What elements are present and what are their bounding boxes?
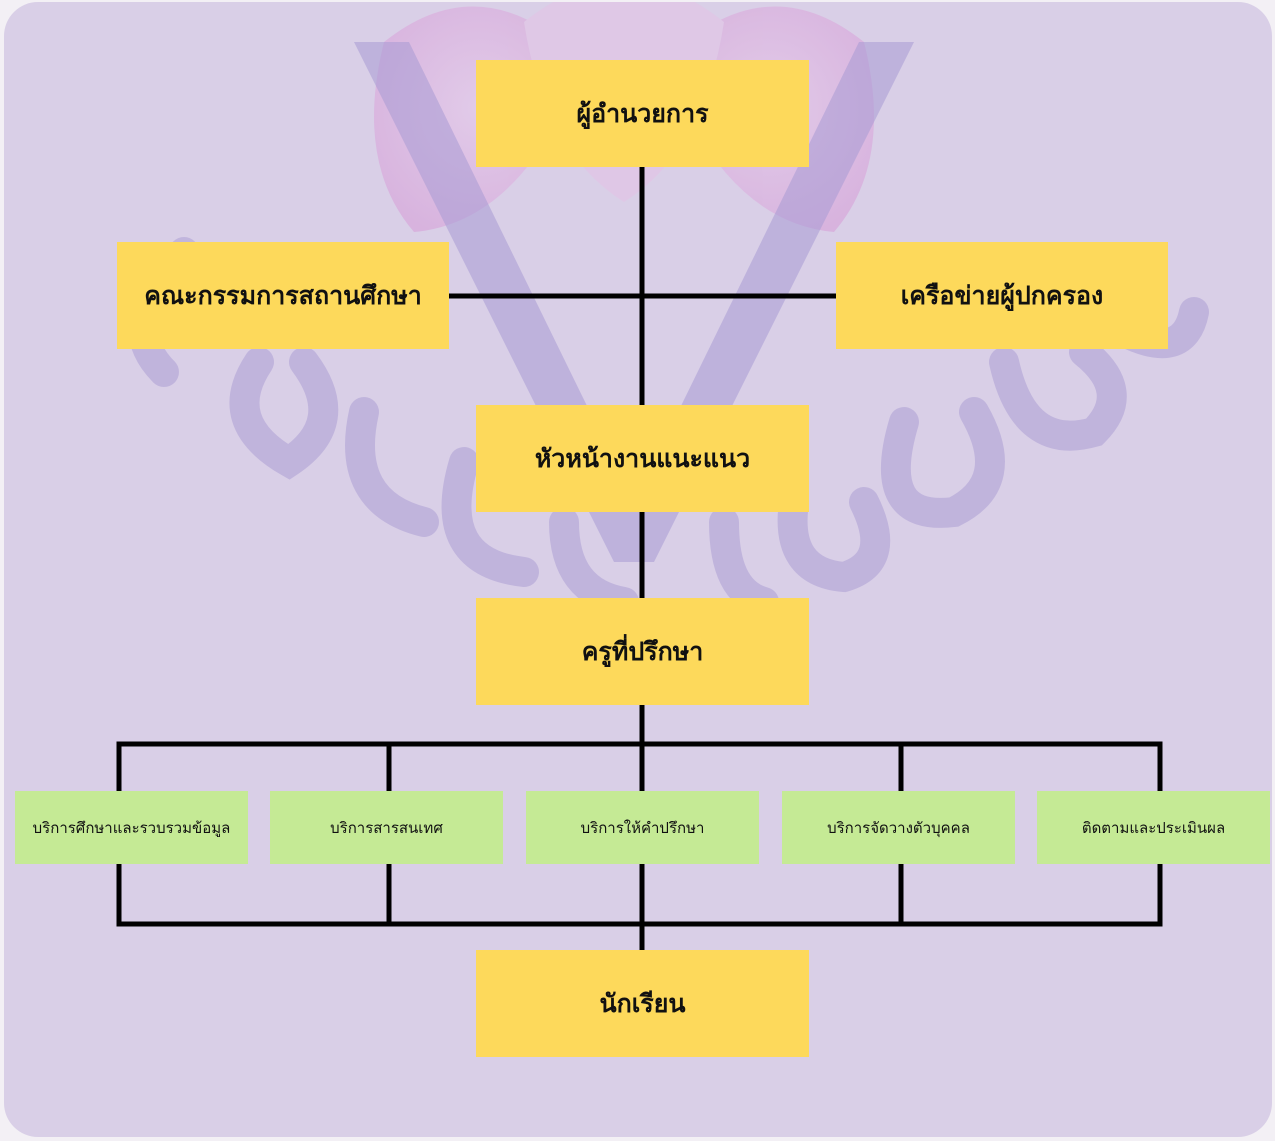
guidance-head-box: หัวหน้างานแนะแนว	[476, 405, 809, 512]
service-counseling-box: บริการให้คำปรึกษา	[526, 791, 759, 864]
service-data-collection-box: บริการศึกษาและรวบรวมข้อมูล	[15, 791, 248, 864]
director-box: ผู้อำนวยการ	[476, 60, 809, 167]
school-committee-box: คณะกรรมการสถานศึกษา	[117, 242, 449, 349]
service-information-box: บริการสารสนเทศ	[270, 791, 503, 864]
advisor-teacher-box: ครูที่ปรึกษา	[476, 598, 809, 705]
service-follow-up-box: ติดตามและประเมินผล	[1037, 791, 1270, 864]
students-box: นักเรียน	[476, 950, 809, 1057]
parent-network-box: เครือข่ายผู้ปกครอง	[836, 242, 1168, 349]
org-chart-canvas: ผู้อำนวยการ คณะกรรมการสถานศึกษา เครือข่า…	[4, 2, 1272, 1137]
service-placement-box: บริการจัดวางตัวบุคคล	[782, 791, 1015, 864]
